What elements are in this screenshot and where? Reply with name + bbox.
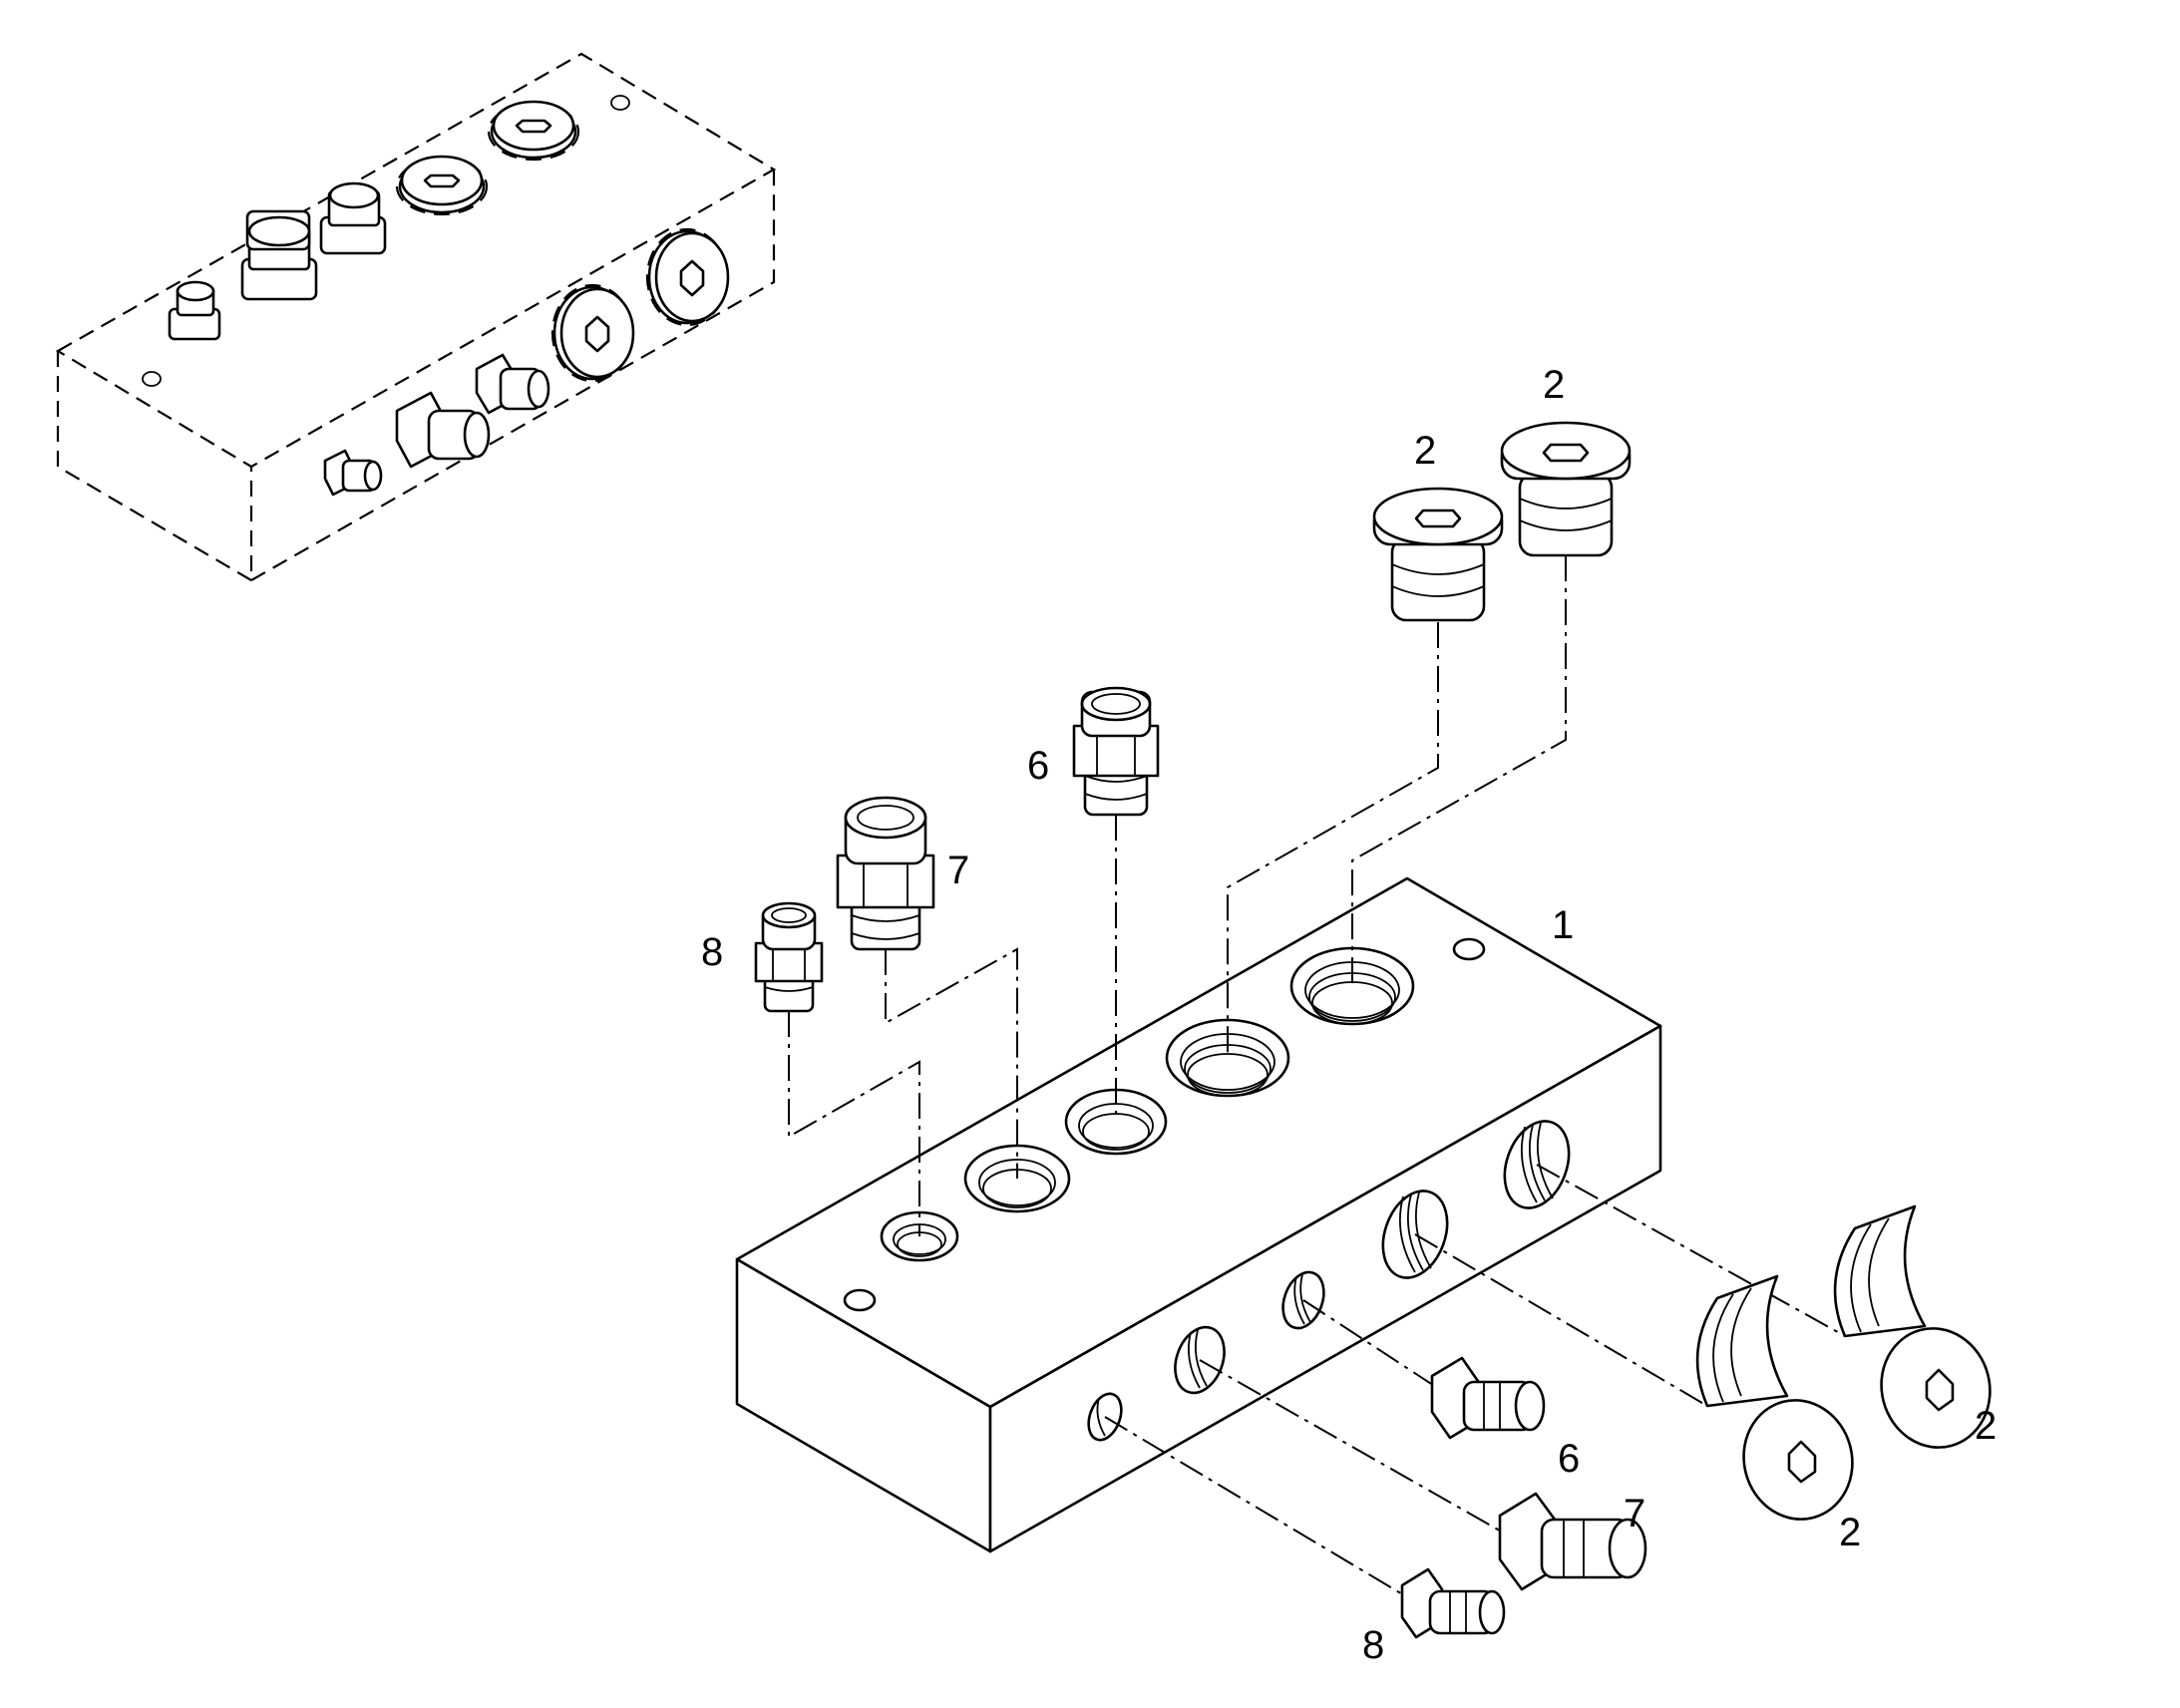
thumb-fitting-large — [240, 209, 318, 301]
plug-2-top-left — [1372, 487, 1504, 622]
thumb-fitting-small — [168, 280, 221, 341]
callout-6-side: 6 — [1558, 1437, 1580, 1481]
thumb-plug-2 — [398, 155, 486, 214]
callout-8-top: 8 — [701, 930, 723, 974]
fitting-7-side — [1498, 1492, 1647, 1591]
fitting-8-top — [754, 901, 824, 1013]
fitting-6-side — [1430, 1356, 1546, 1440]
callout-labels: 1 2 2 2 2 6 6 7 7 8 8 — [701, 363, 1997, 1667]
thumb-plug-3 — [647, 229, 730, 325]
thumb-side-fitting-medium — [475, 353, 550, 415]
thumb-fitting-medium — [319, 181, 387, 255]
thumb-plug-1 — [490, 100, 577, 160]
callout-8-side: 8 — [1362, 1623, 1384, 1667]
fitting-6-top — [1072, 686, 1160, 817]
top-port-plug-front — [1165, 1018, 1290, 1098]
leader-lines — [788, 555, 1846, 1599]
callout-2-side-front: 2 — [1839, 1511, 1861, 1554]
fitting-8-side — [1400, 1567, 1506, 1639]
callout-7-top: 7 — [947, 849, 969, 892]
thumb-plug-4 — [552, 285, 635, 381]
callout-1: 1 — [1552, 903, 1574, 947]
thumb-side-fitting-large — [395, 391, 491, 469]
callout-2-top-left: 2 — [1414, 429, 1436, 473]
callout-6-top: 6 — [1027, 744, 1049, 788]
plug-2-side-rear — [1833, 1204, 1992, 1449]
callout-7-side: 7 — [1624, 1492, 1645, 1536]
assembled-thumbnail — [55, 52, 777, 582]
fitting-7-top — [836, 796, 935, 951]
callout-2-top-right: 2 — [1543, 363, 1565, 407]
callout-2-side-rear: 2 — [1975, 1404, 1997, 1448]
plug-2-top-right — [1500, 421, 1632, 557]
thumb-side-fitting-small — [323, 449, 383, 497]
manifold-block — [735, 876, 1662, 1553]
plug-2-side-front — [1695, 1274, 1854, 1521]
